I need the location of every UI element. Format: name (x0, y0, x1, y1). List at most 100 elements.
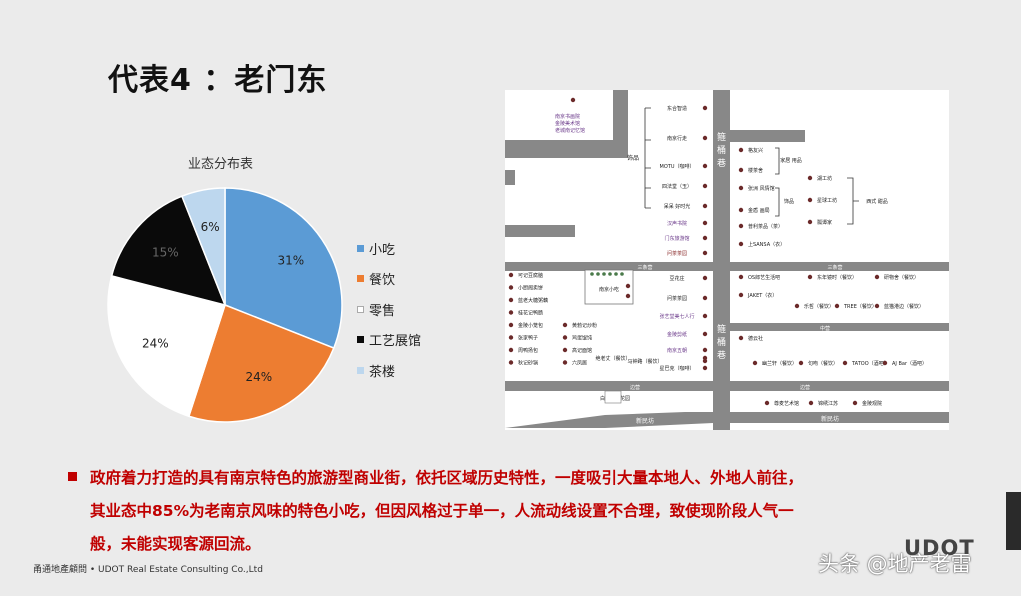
street-name: 新民坊 (636, 417, 654, 425)
shop-dot (702, 365, 708, 371)
footer-company: 甬通地產顧問 • UDOT Real Estate Consulting Co.… (33, 565, 263, 575)
map-label: 绝老丈（餐饮） (595, 355, 630, 362)
map-label: 金陵小笼包 (518, 322, 543, 329)
street-h1 (505, 262, 949, 271)
map-label: 西式 甜品 (866, 198, 888, 205)
street-name: 箍 (717, 323, 726, 335)
shop-dot (764, 400, 770, 406)
street-upper-v (613, 90, 628, 140)
shop-dot (834, 303, 840, 309)
map-label: 乐哲（餐饮） (804, 303, 834, 310)
map-label: 呆呆 好时光 (664, 203, 691, 210)
shop-dot (508, 285, 514, 290)
watermark-text: 头条 @地产老雷 (818, 552, 972, 576)
map-label: 研物舍（餐饮） (884, 274, 919, 281)
map-label: 张艺堂美七人行 (659, 313, 694, 320)
shop-dot (702, 135, 708, 141)
bullet-marker (68, 472, 77, 481)
shop-dot (752, 360, 758, 366)
description: 政府着力打造的具有南京特色的旅游型商业街，依托区域历史特性，一度吸引大量本地人、… (90, 462, 930, 561)
legend-box (584, 269, 634, 305)
shop-dot (702, 313, 708, 319)
map-label: 南京五朝 (667, 347, 687, 354)
shop-dot (807, 197, 813, 203)
pie-data-label: 24% (246, 370, 273, 384)
map-label: 金陵美术馆 (555, 120, 580, 127)
street-name: 新民坊 (821, 415, 839, 423)
street-stub (505, 170, 515, 185)
shop-dot (702, 105, 708, 111)
shop-dot (794, 303, 800, 309)
shop-dot (738, 185, 744, 191)
bracket (775, 147, 780, 217)
map-label: 金盾 画局 (748, 207, 770, 214)
pie-chart: 31%24%24%15%6% (107, 187, 343, 423)
shop-dot (702, 163, 708, 169)
shop-dot (702, 355, 708, 361)
shop-dot (508, 360, 514, 365)
shop-dot (625, 293, 631, 299)
map-label: 瓢谭家 (817, 219, 832, 226)
pie-slice (187, 304, 335, 423)
shop-dot (807, 274, 813, 280)
map-label: 金陵剪纸 (667, 331, 687, 338)
map-label: 张洲 风情馆 (748, 185, 775, 192)
legend-swatch (357, 336, 364, 344)
legend-label: 工艺展馆 (369, 334, 422, 350)
map-label: 六凤居 (572, 360, 587, 367)
map-label: 马钟路（餐饮） (627, 358, 662, 365)
shop-dot (702, 331, 708, 337)
shop-dot (508, 322, 514, 328)
shop-dot (508, 310, 514, 315)
map-label: 秋记砂锅 (518, 360, 538, 367)
street-name: 巷 (717, 158, 726, 169)
bracket (644, 107, 651, 209)
map-label: 星球工坊 (817, 197, 837, 204)
map-label: 饰品 (784, 198, 794, 205)
shop-dot (702, 250, 708, 256)
street-left-stub (505, 225, 575, 237)
shop-dot (702, 183, 708, 189)
legend-swatch (357, 244, 364, 252)
shop-dot (738, 147, 744, 153)
chart-title: 业态分布表 (188, 157, 254, 172)
map-label: 小厨阁卖饼 (518, 285, 543, 292)
street-name: 三条营 (637, 264, 652, 271)
map-label: 上SANSA（衣） (748, 241, 785, 248)
shop-dot (738, 274, 744, 280)
street-upper-h (505, 140, 628, 158)
map-label: 蓝猫港边（餐饮） (884, 303, 924, 310)
street-name: 桶 (717, 144, 726, 156)
chart-legend: 小吃餐饮零售工艺展馆茶楼 (357, 233, 421, 386)
shop-dot (738, 335, 744, 341)
map-label: MOTU（咖啡） (660, 163, 695, 170)
map-label: 老城南记忆馆 (555, 127, 585, 134)
shop-dot (620, 272, 624, 276)
map-label: 金陵观院 (862, 400, 882, 407)
shop-dot (702, 220, 708, 226)
shop-dot (562, 335, 568, 340)
map-label: 普利茶品（茶） (748, 223, 783, 230)
shop-dot (702, 275, 708, 281)
pie-data-label: 31% (277, 253, 304, 267)
building (604, 390, 622, 404)
map-label: OS郎艺生活吧 (748, 274, 780, 281)
shop-dot (570, 97, 576, 103)
map-label: 问茶茶园 (667, 250, 687, 257)
shop-dot (596, 272, 600, 276)
map-label: 门东旅游馆 (664, 235, 689, 242)
street-right-stub (730, 130, 805, 142)
street-name: 中营 (820, 325, 830, 332)
map-label: 南京行走 (667, 135, 687, 142)
description-line: 其业态中85%为老南京风味的特色小吃，但因风格过于单一，人流动线设置不合理，致使… (90, 502, 794, 520)
street-name: 巷 (717, 350, 726, 361)
company-logo: UDOT (904, 536, 975, 560)
legend-label: 零售 (369, 303, 396, 319)
map-label: 东合智造 (667, 105, 687, 112)
shop-dot (602, 272, 606, 276)
map-label: 尊麦艺术馆 (774, 400, 799, 407)
shop-dot (614, 272, 618, 276)
map-label: 高记面馆 (572, 347, 592, 354)
shop-dot (702, 295, 708, 301)
map-label: 南京书画院 (555, 113, 580, 120)
